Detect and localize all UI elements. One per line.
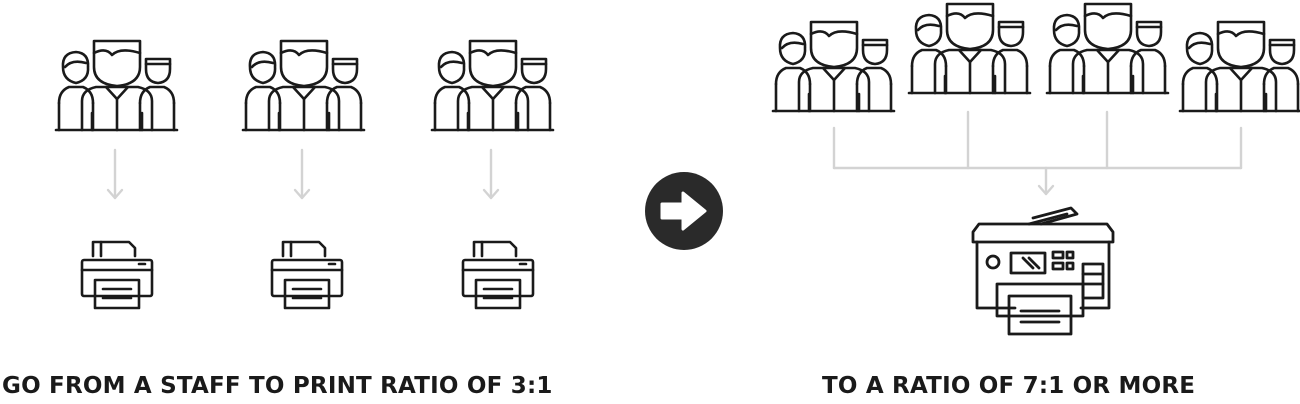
multifunction-printer-icon xyxy=(971,206,1115,336)
people-group-icon xyxy=(771,20,896,113)
left-caption: GO FROM A STAFF TO PRINT RATIO OF 3:1 xyxy=(2,373,553,399)
people-group-icon xyxy=(907,2,1032,95)
left-printers xyxy=(80,240,535,310)
left-staff-groups xyxy=(54,39,555,132)
people-group-icon xyxy=(1045,2,1170,95)
arrow-right-circle-icon xyxy=(645,172,723,250)
down-arrow-icon xyxy=(482,148,500,200)
people-group-icon xyxy=(1178,20,1300,113)
people-group-icon xyxy=(430,39,555,132)
down-arrow-icon xyxy=(293,148,311,200)
right-staff-groups xyxy=(771,2,1300,113)
right-caption: TO A RATIO OF 7:1 OR MORE xyxy=(822,373,1196,399)
left-connectors xyxy=(106,148,500,200)
right-connectors xyxy=(832,110,1243,196)
printer-icon xyxy=(270,240,344,310)
people-group-icon xyxy=(241,39,366,132)
down-arrow-icon xyxy=(106,148,124,200)
people-group-icon xyxy=(54,39,179,132)
printer-icon xyxy=(461,240,535,310)
printer-icon xyxy=(80,240,154,310)
